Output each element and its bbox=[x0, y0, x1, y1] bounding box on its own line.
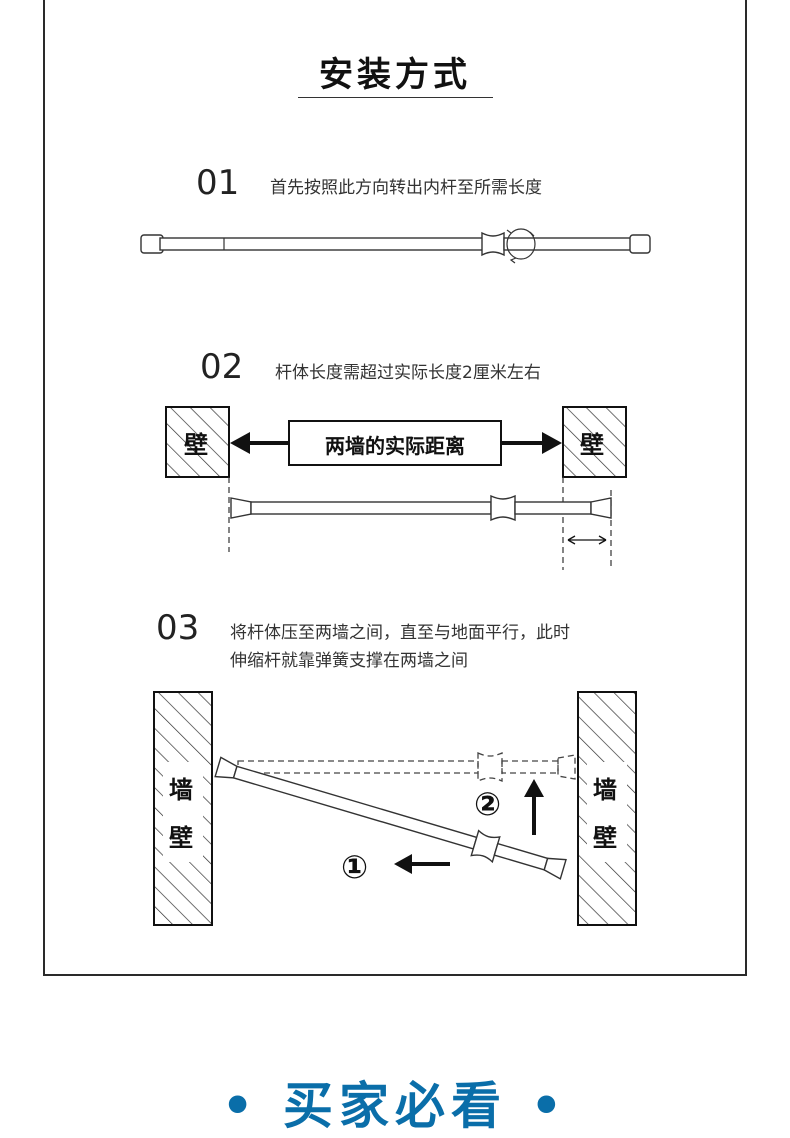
step-3-text-line2: 伸缩杆就靠弹簧支撑在两墙之间 bbox=[230, 651, 468, 671]
left-wall-char-1: 墙 bbox=[169, 776, 193, 804]
wall-distance-diagram bbox=[165, 406, 627, 570]
step-2-number: 02 bbox=[200, 347, 244, 387]
install-diagram bbox=[153, 691, 637, 926]
right-wall-char-2: 壁 bbox=[593, 824, 617, 852]
distance-label: 两墙的实际距离 bbox=[325, 434, 465, 458]
left-wall-char-2: 壁 bbox=[169, 824, 193, 852]
buyer-notice-banner: • 买家必看 • bbox=[221, 1077, 569, 1135]
page-title: 安装方式 bbox=[319, 55, 471, 95]
step-1-number: 01 bbox=[196, 163, 240, 203]
rod-diagram-1 bbox=[140, 228, 651, 264]
step-2-text: 杆体长度需超过实际长度2厘米左右 bbox=[275, 363, 541, 383]
title-underline bbox=[298, 97, 493, 98]
left-wall-label: 壁 bbox=[184, 431, 208, 459]
step-3-number: 03 bbox=[156, 608, 200, 648]
step-3-text-line1: 将杆体压至两墙之间，直至与地面平行，此时 bbox=[230, 623, 570, 643]
step-marker-1: ① bbox=[341, 848, 369, 886]
instruction-frame bbox=[43, 0, 747, 976]
right-wall-char-1: 墙 bbox=[593, 776, 617, 804]
step-1-text: 首先按照此方向转出内杆至所需长度 bbox=[270, 178, 542, 198]
step-marker-2: ② bbox=[474, 785, 502, 823]
right-wall-label: 壁 bbox=[580, 431, 604, 459]
